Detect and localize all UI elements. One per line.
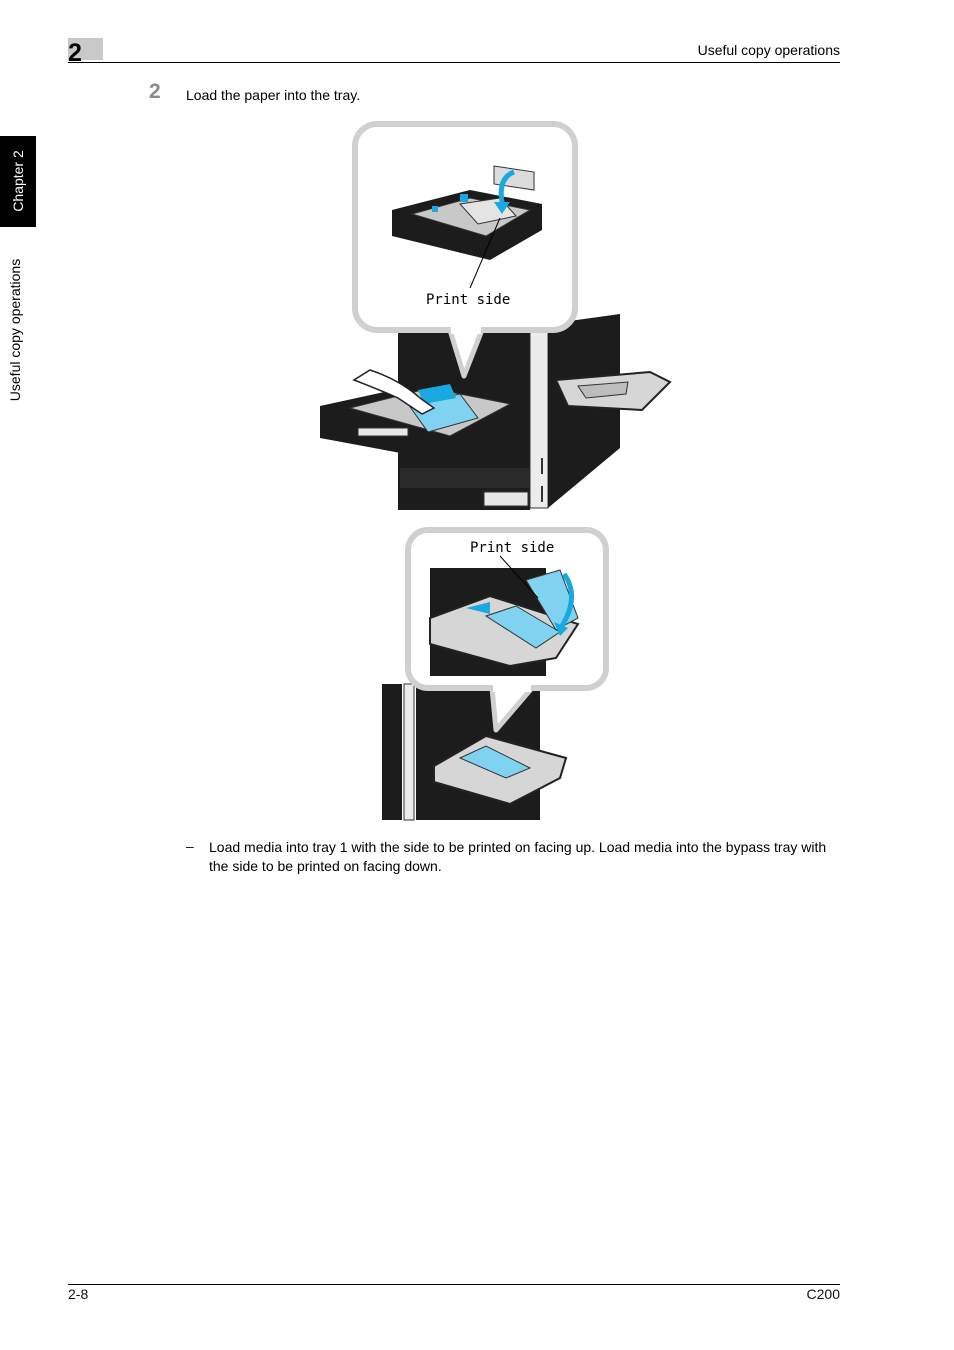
step-number: 2 [149, 80, 161, 103]
callout-tray-1: Print side [352, 121, 578, 379]
footer-page-number: 2-8 [68, 1286, 89, 1302]
callout-1-label: Print side [426, 292, 510, 308]
side-tab-chapter-block [0, 136, 36, 227]
chapter-number-box [68, 38, 103, 60]
chapter-number: 2 [68, 39, 82, 67]
footer-rule [68, 1284, 840, 1285]
header-section-title: Useful copy operations [697, 42, 840, 58]
side-tab-section-label: Useful copy operations [7, 258, 23, 402]
callout-bypass-tray: Print side [405, 527, 609, 733]
tray-1-drawer [320, 369, 528, 464]
bypass-tray-upper [554, 370, 672, 412]
footer-model: C200 [806, 1286, 840, 1302]
step-instruction: Load the paper into the tray. [186, 87, 361, 103]
bullet-marker: – [186, 838, 194, 854]
callout-2-label: Print side [470, 540, 554, 556]
bullet-note: Load media into tray 1 with the side to … [209, 839, 827, 874]
side-tab-chapter-label: Chapter 2 [10, 150, 26, 212]
header-rule [68, 62, 840, 63]
printer-lower-body [382, 683, 568, 821]
paper-loading-illustration: Print side Print side [320, 121, 672, 821]
